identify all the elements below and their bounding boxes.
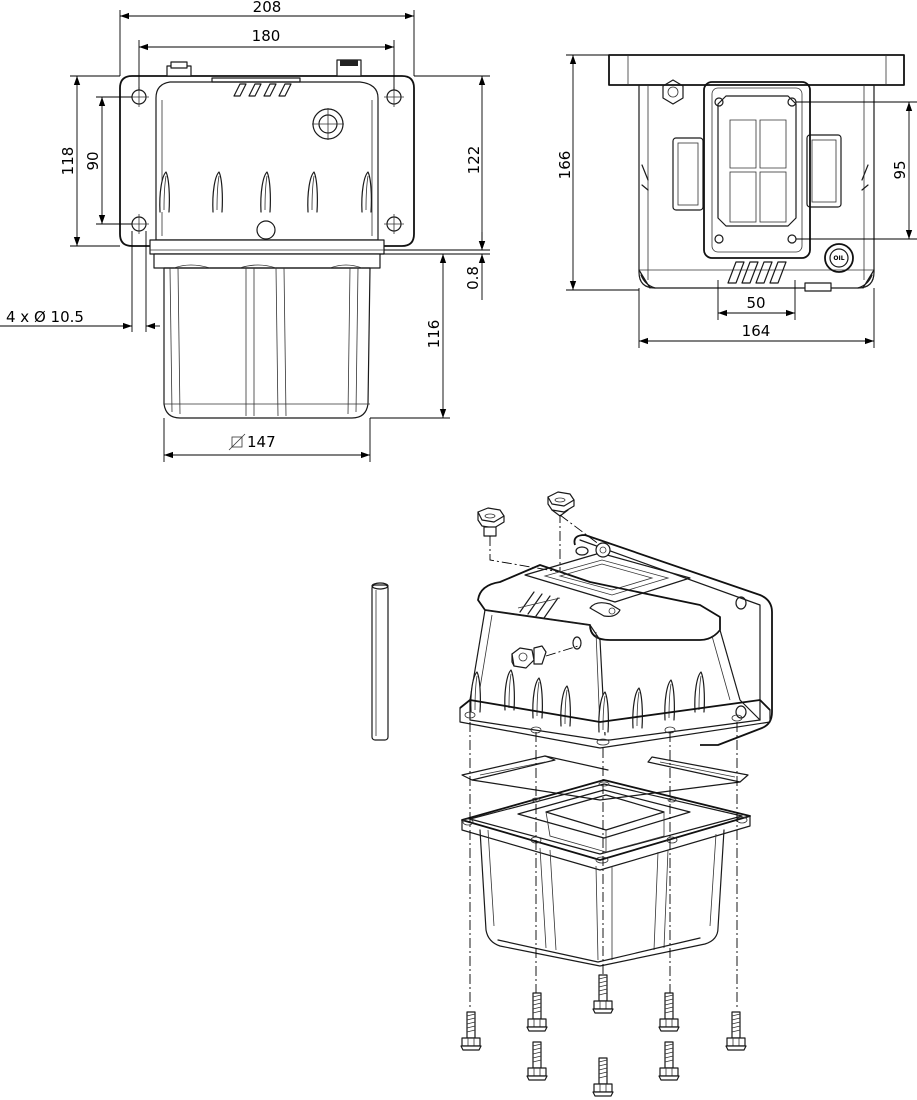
dim-side-height: 166	[556, 151, 574, 180]
front-fins	[159, 171, 372, 240]
dim-holes: 4 x Ø 10.5	[6, 308, 84, 326]
housing-body	[459, 534, 773, 749]
side-cooling-slots	[727, 261, 787, 284]
dim-body-height: 122	[465, 146, 483, 175]
gasket	[461, 755, 749, 801]
side-oil-cap: OIL	[824, 243, 854, 273]
front-tank-flange	[149, 239, 385, 255]
dim-gasket: 0.8	[464, 266, 482, 290]
side-view: OIL	[608, 54, 905, 292]
dim-hole-spacing-width: 180	[252, 27, 281, 45]
oil-tank	[461, 779, 751, 967]
dim-hole-spacing-height: 90	[84, 151, 102, 170]
front-top-ribs	[233, 83, 292, 97]
oil-cap-label: OIL	[833, 255, 844, 262]
dipstick-rod	[371, 582, 389, 741]
vent-plug-right	[547, 491, 575, 517]
assembly-centerlines	[469, 722, 738, 1010]
bolts	[460, 974, 747, 1097]
exploded-view	[371, 491, 773, 1097]
vent-plug-left	[477, 507, 505, 537]
side-view-dimensions: 166 95 50 164	[556, 54, 917, 348]
front-oil-plug	[312, 108, 344, 140]
dim-side-width: 164	[742, 322, 771, 340]
front-tank	[163, 267, 371, 419]
front-flange-plate	[119, 75, 415, 247]
dim-tank-depth: 116	[425, 320, 443, 349]
dim-side-slot: 50	[746, 294, 765, 312]
side-inspection-cover	[703, 81, 811, 259]
front-view	[119, 59, 415, 419]
front-body	[155, 81, 379, 241]
side-top-flange	[608, 54, 905, 86]
dim-overall-width: 208	[253, 0, 282, 16]
dim-side-hole-spacing: 95	[891, 160, 909, 179]
dim-tank-section: 147	[247, 433, 276, 451]
front-view-dimensions: 208 180 118 90 122 0.8 116 4 x Ø 10.5 14…	[0, 0, 490, 462]
dim-flange-height: 118	[59, 147, 77, 176]
